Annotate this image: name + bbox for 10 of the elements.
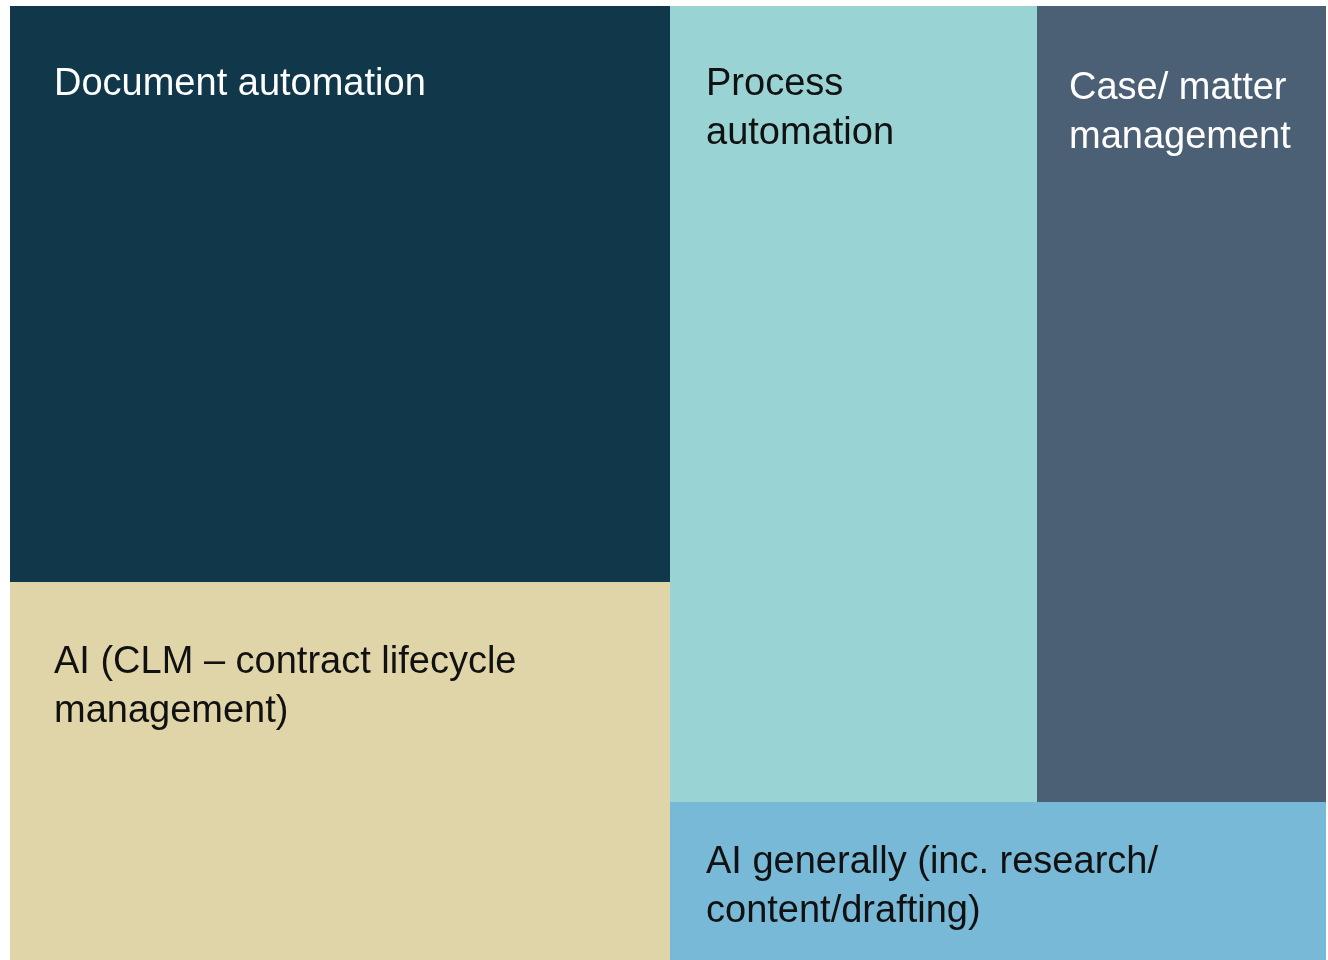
tile-label: Process automation (706, 60, 894, 155)
treemap-tile (1037, 6, 1326, 802)
treemap-tile (670, 802, 1326, 960)
treemap-tile (670, 6, 1037, 802)
tile-label: Case/ matter management (1069, 64, 1291, 159)
tile-label: AI generally (inc. research/ content/drafting) (706, 838, 1159, 933)
treemap-tile (10, 582, 670, 960)
tile-label: Document automation (54, 60, 427, 105)
treemap-tile (10, 6, 670, 582)
tile-label: AI (CLM – contract lifecycle management) (54, 638, 518, 733)
